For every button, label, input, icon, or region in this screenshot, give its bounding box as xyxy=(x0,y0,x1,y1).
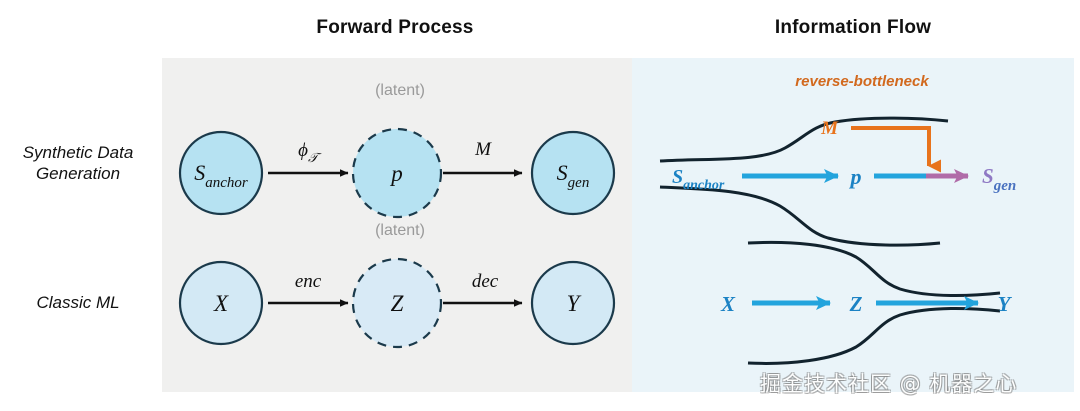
edge-label-m: M xyxy=(474,139,492,160)
bottleneck-curve-bottom xyxy=(659,185,941,247)
node-s-anchor[interactable]: Sanchor xyxy=(178,130,264,216)
node-z-label: Z xyxy=(391,291,404,316)
edge-label-phi-t: ϕ𝒯 xyxy=(298,140,322,165)
information-flow-title: Information Flow xyxy=(774,17,932,38)
info-flow-bottom-row: X Z Y xyxy=(720,240,1013,365)
node-s-anchor-label: Sanchor xyxy=(194,160,248,191)
node-p-circle xyxy=(351,127,443,219)
edge-label-dec: dec xyxy=(472,271,499,292)
node-x-circle xyxy=(178,260,264,346)
node-s-gen-circle xyxy=(530,130,616,216)
node-z-circle xyxy=(351,257,443,349)
flow-label-z: Z xyxy=(849,292,863,316)
node-y[interactable]: Y xyxy=(530,260,616,346)
flow-label-p: p xyxy=(849,164,862,189)
flow-label-x: X xyxy=(720,292,736,316)
row-label-classic-ml: Classic ML xyxy=(36,293,120,312)
reverse-bottleneck-annotation: reverse-bottleneck xyxy=(795,73,929,90)
node-p[interactable]: p xyxy=(351,127,443,219)
forward-row-classic-ml: X Z Y enc dec xyxy=(178,257,616,349)
flow-label-s-gen: Sgen xyxy=(982,164,1016,194)
node-z[interactable]: Z xyxy=(351,257,443,349)
info-flow-top-row: Sanchor p Sgen M reverse-bottleneck xyxy=(659,73,1016,247)
forward-row-synthetic-data-generation: Sanchor p Sgen ϕ𝒯 M xyxy=(178,127,616,219)
flow-label-y: Y xyxy=(998,292,1013,316)
injection-elbow-m xyxy=(851,126,941,173)
forward-process-title: Forward Process xyxy=(316,17,474,38)
edge-label-enc: enc xyxy=(295,271,322,292)
bottleneck-curve-top xyxy=(659,116,949,163)
node-s-gen-label: Sgen xyxy=(557,160,590,191)
bottleneck2-curve-top xyxy=(747,240,1001,298)
node-y-circle xyxy=(530,260,616,346)
node-p-label: p xyxy=(389,161,403,186)
information-flow-panel xyxy=(632,58,1074,392)
node-x-label: X xyxy=(213,291,229,316)
flow-label-s-anchor: Sanchor xyxy=(672,166,725,193)
node-s-anchor-circle xyxy=(178,130,264,216)
node-y-label: Y xyxy=(567,291,582,316)
flow-label-m: M xyxy=(820,118,839,139)
latent-caption-bottom: (latent) xyxy=(375,222,425,239)
row-label-synthetic-data-generation: Synthetic Data Generation xyxy=(22,143,134,184)
node-x[interactable]: X xyxy=(178,260,264,346)
bottleneck2-curve-bottom xyxy=(747,306,1001,365)
node-s-gen[interactable]: Sgen xyxy=(530,130,616,216)
latent-caption-top: (latent) xyxy=(375,82,425,99)
